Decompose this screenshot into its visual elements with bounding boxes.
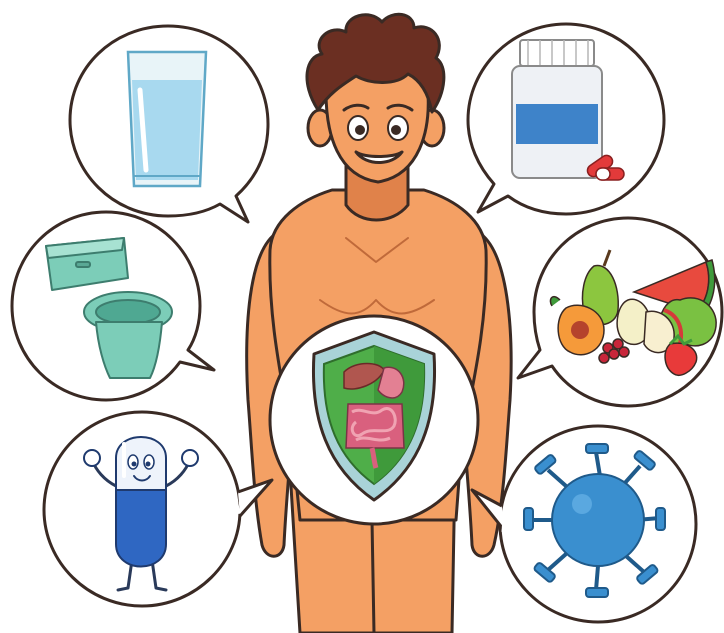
water-glass-bubble <box>70 26 268 222</box>
medicine-bottle-bubble <box>468 24 664 214</box>
fruits-bubble <box>518 218 722 406</box>
probiotic-pill-bubble <box>44 412 272 606</box>
digestive-shield-icon <box>270 316 478 524</box>
toilet-bubble <box>12 212 214 400</box>
water-glass-icon <box>128 52 206 186</box>
